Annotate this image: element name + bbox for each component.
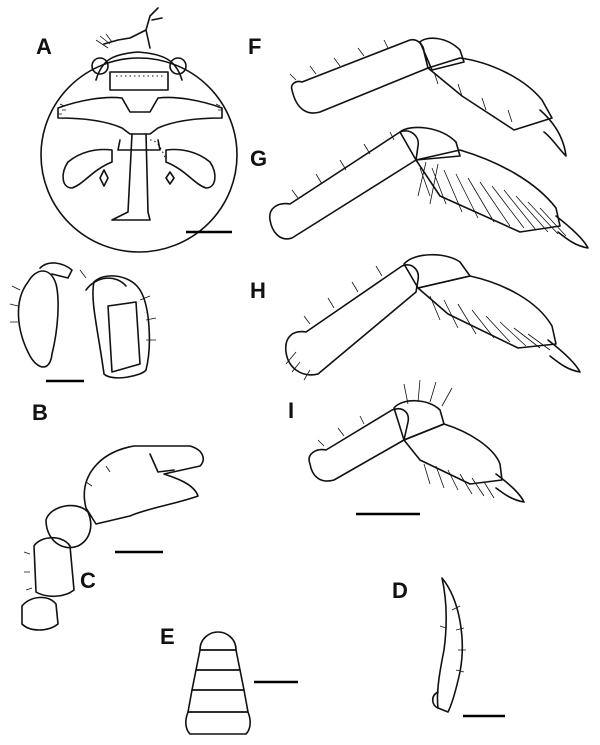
merus-i <box>308 407 410 482</box>
somite-4 <box>191 669 245 691</box>
carpus-h <box>403 253 471 289</box>
branchial-pattern <box>57 96 223 135</box>
basis <box>21 596 59 631</box>
panel-a-carapace: A <box>36 7 238 253</box>
dactylus-i <box>495 473 525 503</box>
panel-d-pleopod: D <box>392 577 505 718</box>
pleopod-base <box>431 691 439 709</box>
right-plate <box>107 301 141 373</box>
merus-g <box>268 130 420 240</box>
right-lobe <box>165 148 216 189</box>
ischium-h <box>285 351 311 381</box>
merus <box>33 536 75 598</box>
setae-c <box>23 465 111 591</box>
carpus-i <box>393 399 445 441</box>
left-palp <box>39 262 73 279</box>
cardiac-stripe <box>111 133 151 221</box>
dotted-line <box>116 75 167 161</box>
finger-joint <box>149 453 175 473</box>
exopod <box>85 277 127 291</box>
setae-g <box>291 131 567 237</box>
stipple <box>58 103 222 115</box>
pits <box>99 169 175 187</box>
panel-h-leg: H <box>250 253 581 381</box>
propodus-i <box>403 423 503 485</box>
panel-e-abdomen: E <box>160 624 298 735</box>
propodus-h <box>417 275 557 349</box>
setae-f <box>289 39 513 123</box>
label-g: G <box>250 146 267 171</box>
dactylus-f <box>539 109 567 157</box>
setae-b <box>9 269 157 341</box>
setae-d <box>439 605 466 673</box>
antenna <box>103 7 163 49</box>
antennule-setae <box>95 33 113 49</box>
left-eye <box>91 57 109 75</box>
label-f: F <box>248 34 261 59</box>
left-maxilliped <box>17 270 59 368</box>
dactylus-g <box>555 215 589 249</box>
carpus-g <box>399 126 461 161</box>
panel-b-mouthparts: B <box>9 262 157 425</box>
somite-5 <box>195 649 241 671</box>
setae-h <box>303 265 551 351</box>
somite-2 <box>185 711 251 735</box>
left-lobe <box>62 148 113 189</box>
setae-i <box>317 379 495 499</box>
label-b: B <box>32 400 48 425</box>
label-a: A <box>36 34 52 59</box>
panel-g-leg: G <box>250 126 589 249</box>
carapace-outline <box>40 57 238 253</box>
right-maxilliped <box>92 275 151 379</box>
carpus-f <box>419 37 465 71</box>
carpus <box>45 504 92 549</box>
front-margin <box>95 51 183 81</box>
chela <box>83 445 204 525</box>
propodus-f <box>427 57 553 131</box>
label-e: E <box>160 624 175 649</box>
label-c: C <box>80 568 96 593</box>
panel-c-cheliped: C <box>21 445 204 631</box>
panel-f-leg: F <box>248 34 567 157</box>
propodus-g <box>415 149 561 233</box>
telson <box>199 631 237 651</box>
label-i: I <box>288 398 294 423</box>
pleopod-outline <box>436 577 464 713</box>
somite-3 <box>187 689 249 713</box>
cross-band <box>117 139 161 151</box>
gastric-region <box>109 71 169 91</box>
dactylus-h <box>547 339 581 373</box>
merus-h <box>284 264 420 376</box>
right-eye <box>169 57 187 75</box>
label-h: H <box>250 278 266 303</box>
label-d: D <box>392 578 408 603</box>
panel-i-leg: I <box>288 379 525 516</box>
